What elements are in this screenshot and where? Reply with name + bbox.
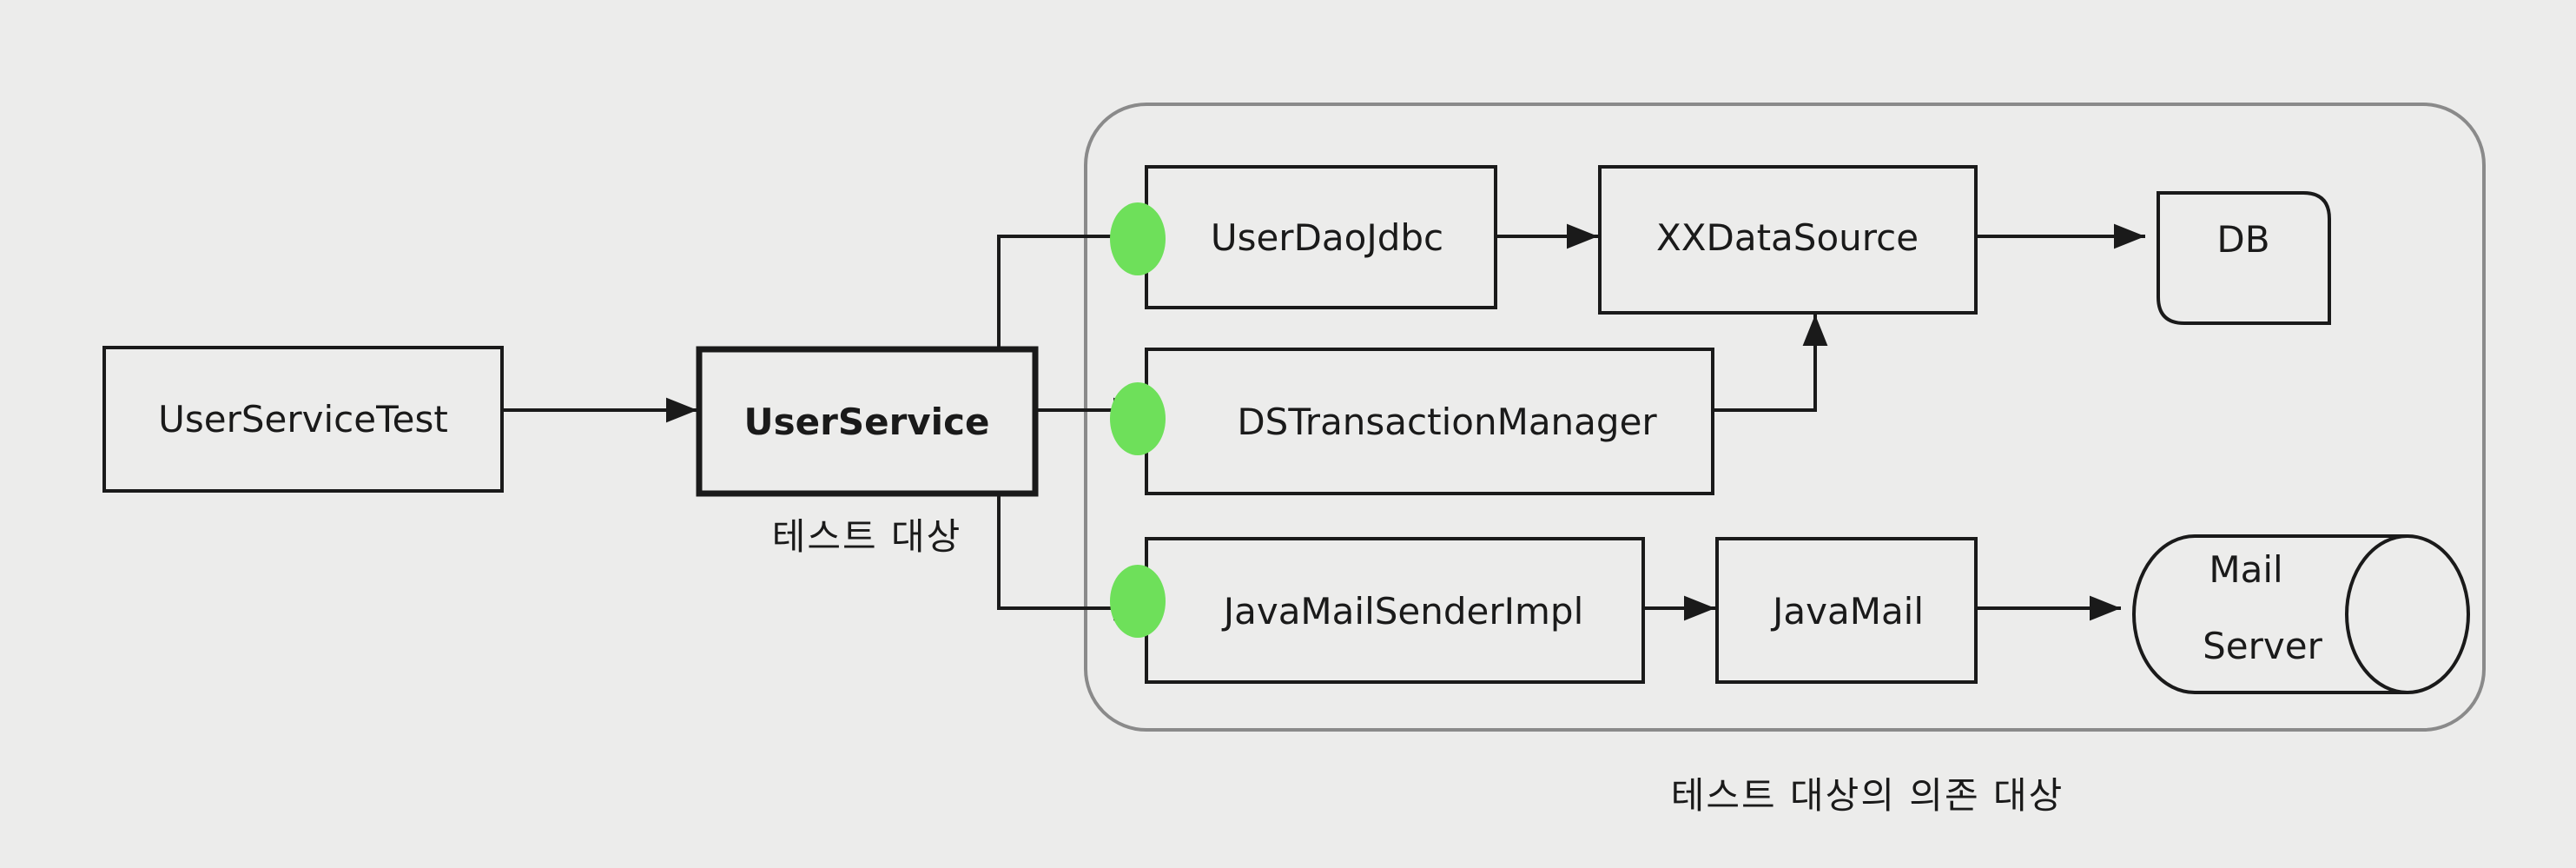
arrow-service-to-userdao [997, 223, 1145, 349]
node-label: UserServiceTest [158, 398, 448, 441]
highlight-markers [1110, 202, 1166, 638]
node-label: DSTransactionManager [1237, 401, 1657, 443]
node-label: UserDaoJdbc [1211, 216, 1443, 259]
node-label: UserService [744, 401, 990, 443]
node-java-mail-sender-impl: JavaMailSenderImpl [1145, 537, 1645, 684]
node-db: DB [2157, 191, 2331, 325]
node-ds-transaction-manager: DSTransactionManager [1145, 348, 1714, 495]
caption-test-target: 테스트 대상 [772, 515, 962, 558]
arrow-service-to-mailsender [997, 494, 1145, 621]
highlight-marker-userdao [1110, 202, 1166, 275]
connectors [504, 223, 2145, 621]
highlight-marker-mailsender [1110, 565, 1166, 638]
node-user-dao-jdbc: UserDaoJdbc [1145, 165, 1497, 309]
node-label: DB [2216, 218, 2269, 261]
node-mail-server: Mail Server [2132, 534, 2470, 694]
node-label: JavaMail [1770, 590, 1924, 633]
node-user-service-test: UserServiceTest [102, 346, 504, 493]
node-label: XXDataSource [1656, 216, 1919, 259]
node-label: Server [2203, 625, 2322, 667]
node-xx-data-source: XXDataSource [1598, 165, 1978, 315]
node-user-service: UserService [696, 346, 1039, 497]
node-java-mail: JavaMail [1715, 537, 1978, 684]
dependency-group-box [1084, 103, 2486, 732]
highlight-marker-dstm [1110, 382, 1166, 455]
caption-dependencies: 테스트 대상의 의존 대상 [1671, 774, 2064, 817]
node-label: JavaMailSenderImpl [1221, 590, 1584, 633]
node-label: Mail [2209, 548, 2282, 591]
arrow-dstm-to-datasource [1713, 315, 1828, 412]
